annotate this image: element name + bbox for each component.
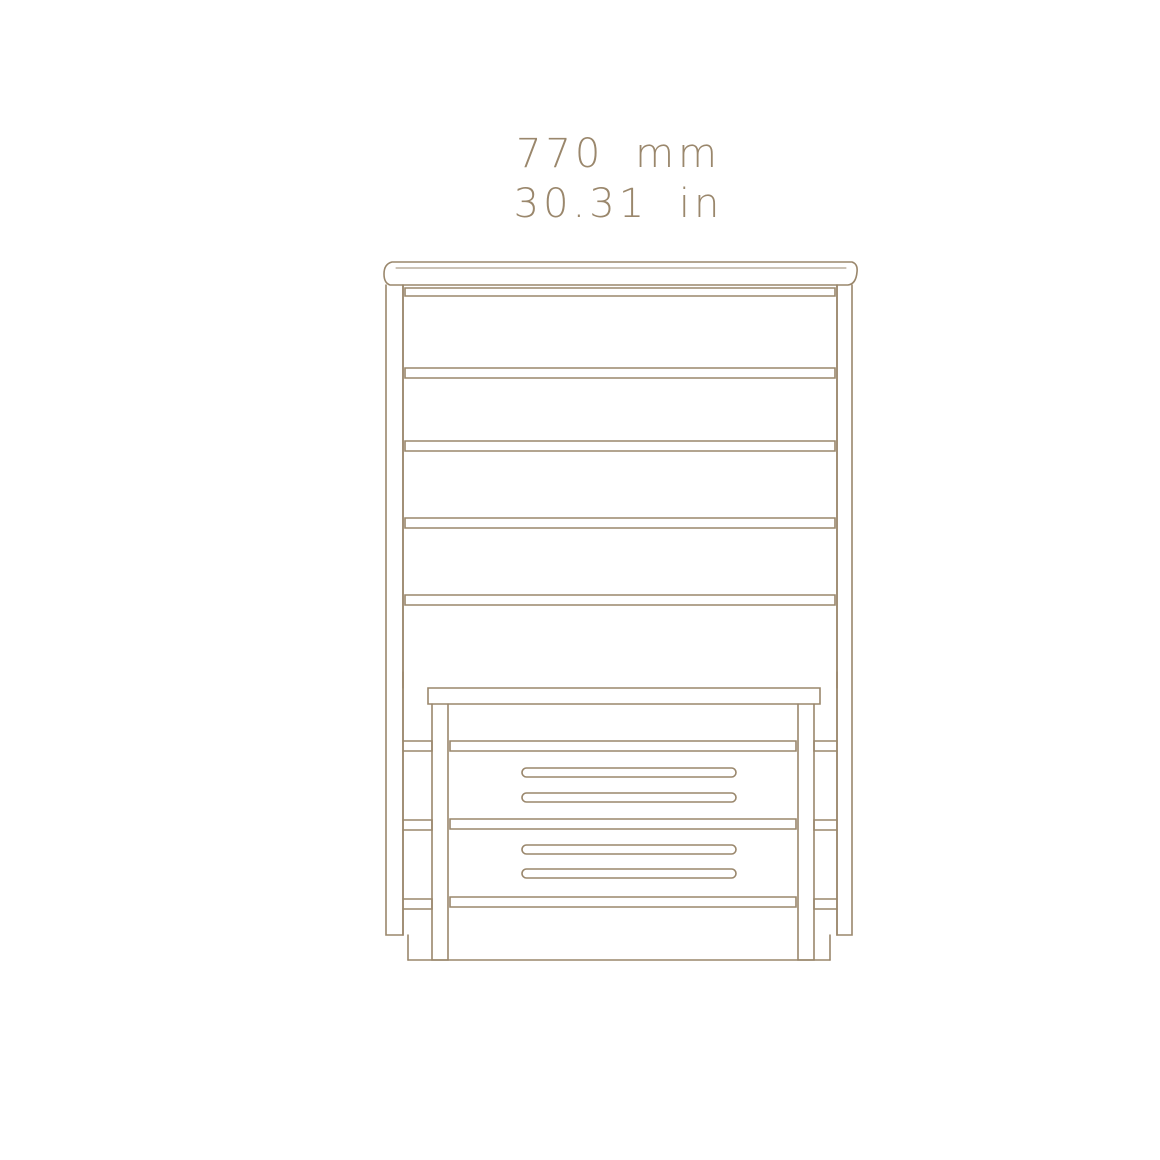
dimension-metric-label: 770 mm <box>516 131 721 177</box>
upper-shelves <box>404 287 836 606</box>
shelf-4 <box>404 517 836 529</box>
lower-shelf-3 <box>449 896 797 908</box>
dimension-imperial-label: 30.31 in <box>513 181 724 227</box>
lower-shelf-1 <box>449 740 797 752</box>
vent-slot <box>521 844 737 855</box>
vent-slot <box>521 792 737 803</box>
vent-group-upper <box>521 767 737 803</box>
lower-unit-left-leg <box>431 703 449 961</box>
left-side-panel <box>385 284 404 936</box>
right-lower-strips <box>813 671 838 936</box>
vent-slot <box>521 868 737 879</box>
lower-unit-right-leg <box>797 703 815 961</box>
right-side-panel <box>836 284 853 936</box>
vent-group-lower <box>521 844 737 879</box>
lower-shelf-2 <box>449 818 797 830</box>
shelf-3 <box>404 440 836 452</box>
lower-unit-top-rail <box>427 687 821 705</box>
shelf-2 <box>404 367 836 379</box>
top-cap <box>383 261 858 286</box>
vent-slot <box>521 767 737 778</box>
shelf-1 <box>404 287 836 297</box>
lower-unit <box>407 687 831 961</box>
left-lower-strips <box>402 671 433 936</box>
shelf-5 <box>404 594 836 606</box>
